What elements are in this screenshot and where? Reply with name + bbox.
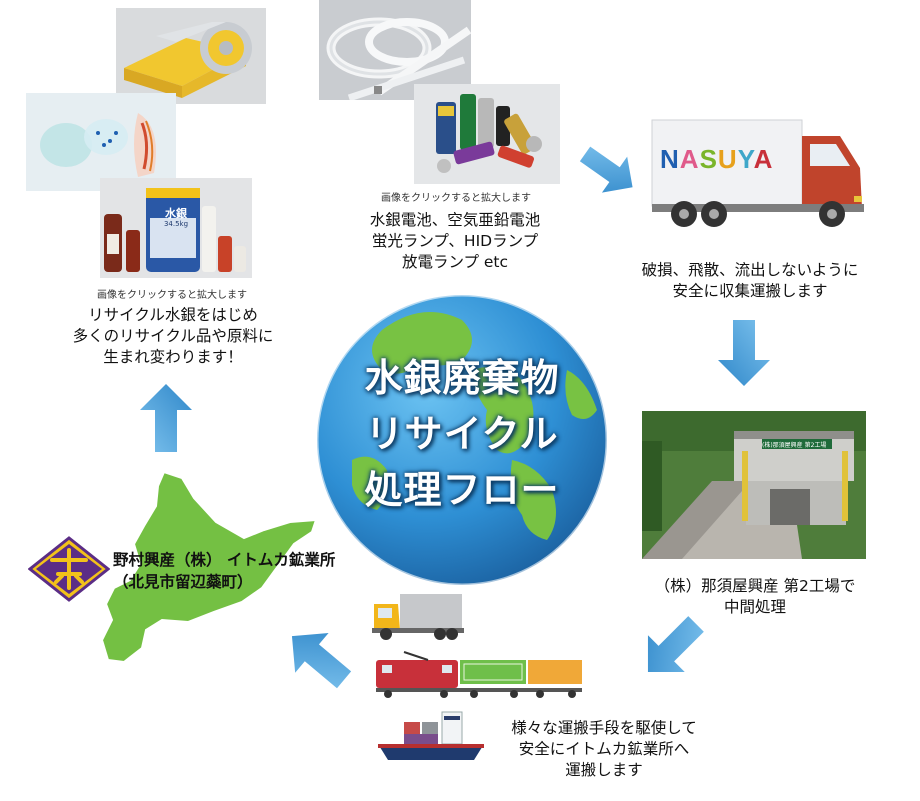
truck-logo-letter: U <box>717 144 738 174</box>
truck-logo-letter: S <box>699 144 718 174</box>
truck-logo-letter: A <box>679 144 700 174</box>
plant-sign: (株)那須屋興産 第2工場 <box>762 442 827 449</box>
arrow-to-truck-icon <box>579 146 633 193</box>
collection-truck-icon <box>651 119 864 227</box>
truck-logo-letter: N <box>660 144 680 174</box>
arrow-to-plant-icon <box>718 320 770 386</box>
truck-logo: NASUYA <box>660 144 792 174</box>
arrow-to-recycled-icon <box>140 384 192 452</box>
battery-icon <box>414 84 560 184</box>
company-crest-icon <box>28 536 110 602</box>
fluorescent-lamp-icon <box>319 0 471 100</box>
arrow-to-shipping-icon <box>647 616 704 673</box>
truck-logo-letter: A <box>753 144 774 174</box>
glass-art-photo[interactable] <box>26 93 176 191</box>
fluorescent-lamps-photo[interactable] <box>319 0 471 100</box>
globe-title: 水銀廃棄物 リサイクル 処理フロー <box>364 356 560 512</box>
mercury-bottles-icon <box>100 178 252 278</box>
arrow-to-mine-icon <box>291 632 352 689</box>
truck-caption: 破損、飛散、流出しないように 安全に収集運搬します <box>641 261 859 300</box>
bottle-label: 水銀 <box>165 207 187 220</box>
factory-icon <box>642 411 866 559</box>
mine-name: 野村興産（株） イトムカ鉱業所 （北見市留辺蘂町） <box>113 551 336 591</box>
shipping-caption: 様々な運搬手段を駆使して 安全にイトムカ鉱業所へ 運搬します <box>511 719 697 779</box>
mercury-products-photo[interactable] <box>100 178 252 278</box>
glassware-icon <box>26 93 176 191</box>
batteries-photo[interactable] <box>414 84 560 184</box>
cargo-ship-icon <box>378 711 484 760</box>
bottle-weight: 34.5kg <box>163 220 189 228</box>
hokkaido-map-icon <box>100 470 318 664</box>
insulation-photo[interactable] <box>116 8 266 104</box>
globe-icon <box>315 293 609 587</box>
delivery-truck-icon <box>372 594 464 640</box>
plant-photo[interactable] <box>642 411 866 559</box>
recycled-caption: リサイクル水銀をはじめ 多くのリサイクル品や原料に 生まれ変わります！ <box>72 306 274 366</box>
collection-caption: 水銀電池、空気亜鉛電池 蛍光ランプ、HIDランプ 放電ランプ etc <box>369 211 541 271</box>
collection-enlarge-note: 画像をクリックすると拡大します <box>381 193 531 204</box>
insulation-roll-icon <box>116 8 266 104</box>
recycled-enlarge-note: 画像をクリックすると拡大します <box>97 290 247 301</box>
freight-train-icon <box>376 651 582 698</box>
truck-logo-letter: Y <box>737 144 754 174</box>
plant-caption: （株）那須屋興産 第2工場で 中間処理 <box>654 577 856 616</box>
